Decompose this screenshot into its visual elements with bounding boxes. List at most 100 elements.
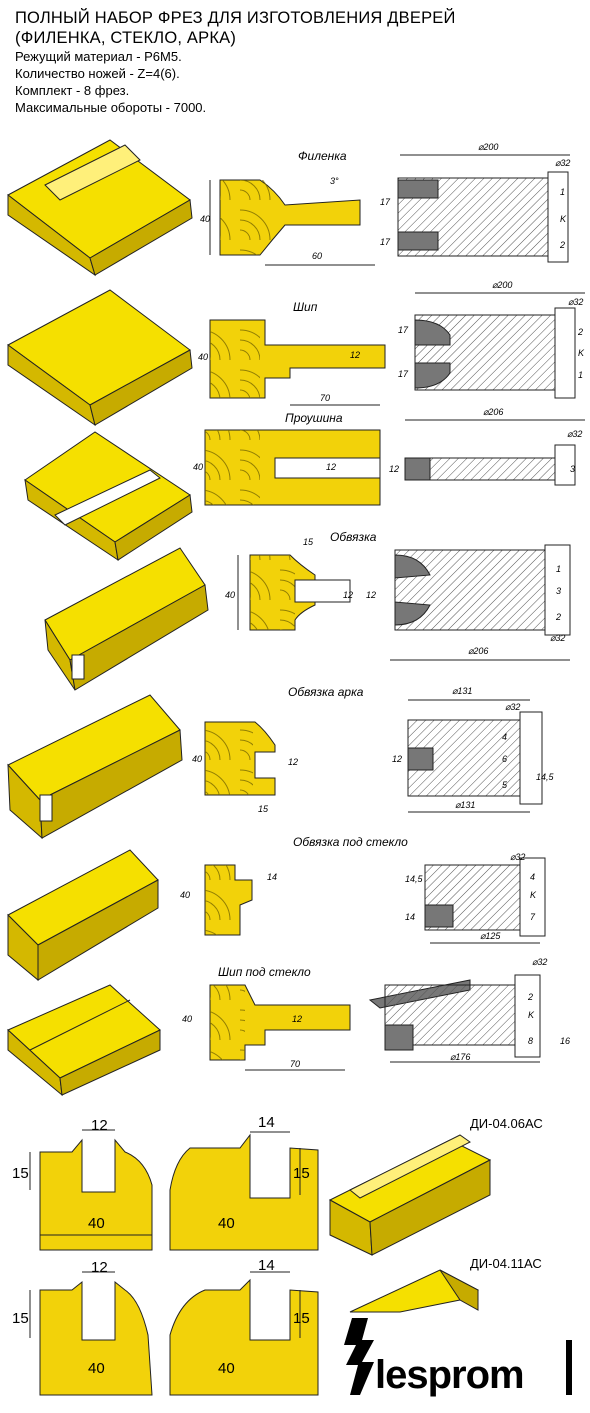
dim-s1: 12 <box>389 464 399 474</box>
label-obvyazka-arka: Обвязка арка <box>288 685 364 699</box>
profile-2-width: 40 <box>218 1215 235 1232</box>
bottom-profile-2: 14 15 40 <box>169 1114 319 1251</box>
part-3d-filenka <box>7 139 193 277</box>
dim-s2: 14 <box>405 912 415 922</box>
label-ship: Шип <box>293 300 318 314</box>
part-3d-proushina <box>24 431 193 562</box>
profile-2-top: 14 <box>258 1114 275 1131</box>
label-obvyazka: Обвязка <box>330 530 377 544</box>
section-obvyazka-steklo: Обвязка под стекло 40 14 ⌀32 ⌀125 14,5 1… <box>7 835 546 982</box>
cutter-num-k: K <box>560 214 567 224</box>
dim-rebate: 14 <box>267 872 277 882</box>
cutter-num-2: 2 <box>577 327 583 337</box>
profile-ship-steklo <box>209 984 351 1071</box>
cutter-num-1: 1 <box>560 187 565 197</box>
code-1: ДИ-04.06АС <box>470 1116 543 1131</box>
dim-height: 40 <box>200 214 210 224</box>
cutter-num-2: 2 <box>555 612 561 622</box>
dim-bottom: 15 <box>258 804 269 814</box>
profile-2-side: 15 <box>293 1165 310 1182</box>
dim-diameter-1: ⌀32 <box>532 957 547 967</box>
header: ПОЛНЫЙ НАБОР ФРЕЗ ДЛЯ ИЗГОТОВЛЕНИЯ ДВЕРЕ… <box>15 8 585 116</box>
profile-proushina <box>204 429 381 506</box>
part-3d-obvyazka <box>44 547 209 691</box>
spec-material: Режущий материал - Р6М5. <box>15 49 182 64</box>
dim-diameter-1: ⌀131 <box>452 686 472 696</box>
part-3d-code-2 <box>349 1269 480 1313</box>
title-line-2: (ФИЛЕНКА, СТЕКЛО, АРКА) <box>15 29 237 47</box>
dim-diameter-1: ⌀206 <box>468 646 488 656</box>
spec-set: Комплект - 8 фрез. <box>15 83 130 98</box>
cutter-num-k: K <box>530 890 537 900</box>
profile-ship <box>209 319 386 406</box>
dim-width: 70 <box>290 1059 300 1069</box>
section-obvyazka: Обвязка 40 15 12 12 ⌀206 ⌀32 1 3 2 <box>44 530 571 691</box>
profile-1-width: 40 <box>88 1215 105 1232</box>
cutter-num-4: 4 <box>530 872 535 882</box>
dim-diameter-2: ⌀32 <box>568 297 583 307</box>
dim-width: 70 <box>320 393 330 403</box>
cutter-num-2: 2 <box>527 992 533 1002</box>
cutter-assembly-filenka <box>397 154 570 263</box>
label-obvyazka-steklo: Обвязка под стекло <box>293 835 408 849</box>
cutter-num-3: 3 <box>570 464 575 474</box>
cutter-num-8: 8 <box>528 1036 533 1046</box>
profile-3-width: 40 <box>88 1360 105 1377</box>
dim-diameter-1: ⌀206 <box>483 407 503 417</box>
cutter-num-2: 2 <box>559 240 565 250</box>
dim-g1: 12 <box>343 590 353 600</box>
dim-diameter-2: ⌀32 <box>550 633 565 643</box>
spec-knives: Количество ножей - Z=4(6). <box>15 66 180 81</box>
section-obvyazka-arka: Обвязка арка 40 12 15 ⌀131 ⌀32 ⌀131 12 1… <box>7 685 555 840</box>
cutter-assembly-ship <box>414 292 585 399</box>
section-proushina: Проушина 40 12 ⌀206 ⌀32 12 3 <box>24 407 585 562</box>
cutter-num-4: 4 <box>502 732 507 742</box>
dim-s1: 12 <box>392 754 402 764</box>
label-filenka: Филенка <box>298 149 347 163</box>
logo-text: lesprom <box>375 1353 524 1397</box>
dim-height: 40 <box>193 462 203 472</box>
dim-groove: 12 <box>288 757 298 767</box>
dim-diameter-2: ⌀32 <box>505 702 520 712</box>
dim-s2: 14,5 <box>536 772 555 782</box>
cutter-num-6: 6 <box>502 754 507 764</box>
dim-g2: 12 <box>366 590 376 600</box>
dim-groove: 12 <box>350 350 360 360</box>
cutter-num-k: K <box>528 1010 535 1020</box>
dim-s2: 17 <box>380 237 391 247</box>
dim-angle: 3° <box>330 176 339 186</box>
dim-diameter-1: ⌀200 <box>478 142 498 152</box>
profile-3-top: 12 <box>91 1259 108 1276</box>
section-ship-steklo: Шип под стекло 40 12 70 ⌀32 ⌀176 16 2 K … <box>7 957 570 1097</box>
label-proushina: Проушина <box>285 411 343 425</box>
dim-height: 40 <box>180 890 190 900</box>
dim-s1: 16 <box>560 1036 570 1046</box>
profile-filenka <box>209 179 375 266</box>
code-2: ДИ-04.11АС <box>470 1256 542 1271</box>
profile-obvyazka <box>237 554 351 631</box>
part-3d-code-1 <box>328 1134 492 1256</box>
dim-height: 40 <box>225 590 235 600</box>
dim-groove: 12 <box>292 1014 302 1024</box>
dim-s1: 17 <box>380 197 391 207</box>
dim-diameter-1: ⌀200 <box>492 280 512 290</box>
profile-4-width: 40 <box>218 1360 235 1377</box>
dim-groove: 12 <box>326 462 336 472</box>
part-3d-obvyazka-arka <box>7 694 183 840</box>
profile-1-top: 12 <box>91 1117 108 1134</box>
dim-diameter-2: ⌀32 <box>567 429 582 439</box>
cutter-num-3: 3 <box>556 586 561 596</box>
dim-s1: 14,5 <box>405 874 424 884</box>
bottom-profile-1: 12 15 40 <box>12 1117 153 1251</box>
bottom-profile-3: 12 15 40 <box>12 1259 153 1396</box>
profile-1-side: 15 <box>12 1165 29 1182</box>
section-ship: Шип 40 70 12 ⌀200 ⌀32 17 17 2 K 1 <box>7 280 585 427</box>
dim-height: 40 <box>198 352 208 362</box>
part-3d-ship-steklo <box>7 984 161 1097</box>
cutter-num-7: 7 <box>530 912 536 922</box>
cutter-assembly-obvyazka <box>390 544 571 661</box>
cutter-assembly-obvyazka-steklo <box>424 857 546 944</box>
lesprom-logo: lesprom <box>344 1318 572 1397</box>
cutter-num-1: 1 <box>556 564 561 574</box>
